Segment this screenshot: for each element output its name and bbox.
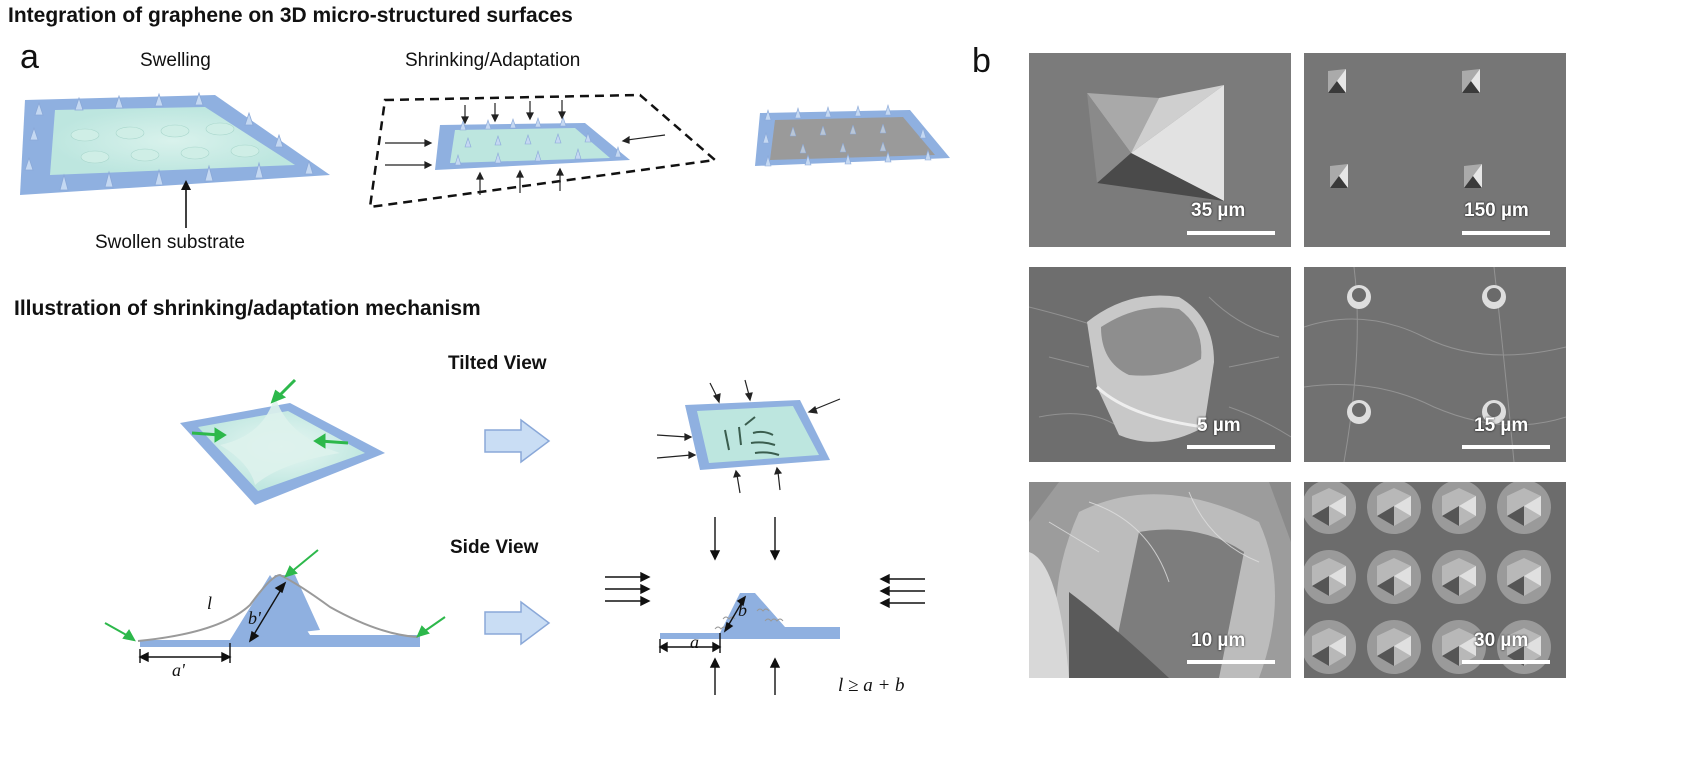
substrate-pointer-arrow <box>181 180 191 228</box>
sem-image-pillars-15um: 15 µm <box>1304 267 1566 462</box>
swollen-substrate-label: Swollen substrate <box>95 232 245 253</box>
var-a-prime-label: a' <box>172 660 185 680</box>
var-l-label: l <box>207 593 213 613</box>
tilted-view-label: Tilted View <box>448 353 547 374</box>
scale-bar-3 <box>1187 445 1275 449</box>
side-view-swollen <box>104 549 446 663</box>
scale-label-6: 30 µm <box>1474 630 1529 651</box>
mechanism-title: Illustration of shrinking/adaptation mec… <box>14 297 481 320</box>
sem-image-pyramids-150um: 150 µm <box>1304 53 1566 247</box>
scale-bar-4 <box>1462 445 1550 449</box>
tilted-view-swollen <box>180 378 385 505</box>
panel-letter-a: a <box>20 38 39 76</box>
sem-image-dome-10um: 10 µm <box>1029 482 1291 678</box>
var-a-label: a <box>690 632 699 652</box>
scale-bar-1 <box>1187 231 1275 235</box>
tilted-view-adapted <box>656 379 841 494</box>
side-view-adapted <box>605 517 925 695</box>
panel-letter-b: b <box>972 42 991 80</box>
side-view-label: Side View <box>450 537 539 558</box>
sem-image-dome-array-30um: 30 µm <box>1304 482 1566 678</box>
scale-label-4: 15 µm <box>1474 415 1529 436</box>
stage-swelling-label: Swelling <box>140 50 211 71</box>
var-b-label: b <box>738 600 747 620</box>
scale-label-1: 35 µm <box>1191 200 1246 221</box>
scale-label-2: 150 µm <box>1464 200 1529 221</box>
figure-title: Integration of graphene on 3D micro-stru… <box>8 4 573 27</box>
scale-bar-6 <box>1462 660 1550 664</box>
inequality-label: l ≥ a + b <box>838 675 905 696</box>
adapted-graphene-diagram <box>755 103 950 167</box>
scale-label-5: 10 µm <box>1191 630 1246 651</box>
tilted-view-transition-arrow <box>484 418 551 464</box>
swelling-substrate-diagram <box>20 91 330 195</box>
sem-image-pyramid-35um: 35 µm <box>1029 53 1291 247</box>
sem-image-pillar-5um: 5 µm <box>1029 267 1291 462</box>
stage-shrinking-label: Shrinking/Adaptation <box>405 50 581 71</box>
scale-bar-2 <box>1462 231 1550 235</box>
shrinking-diagram <box>368 93 718 209</box>
side-view-transition-arrow <box>484 600 551 646</box>
var-b-prime-label: b' <box>248 608 261 628</box>
scale-bar-5 <box>1187 660 1275 664</box>
scale-label-3: 5 µm <box>1197 415 1241 436</box>
